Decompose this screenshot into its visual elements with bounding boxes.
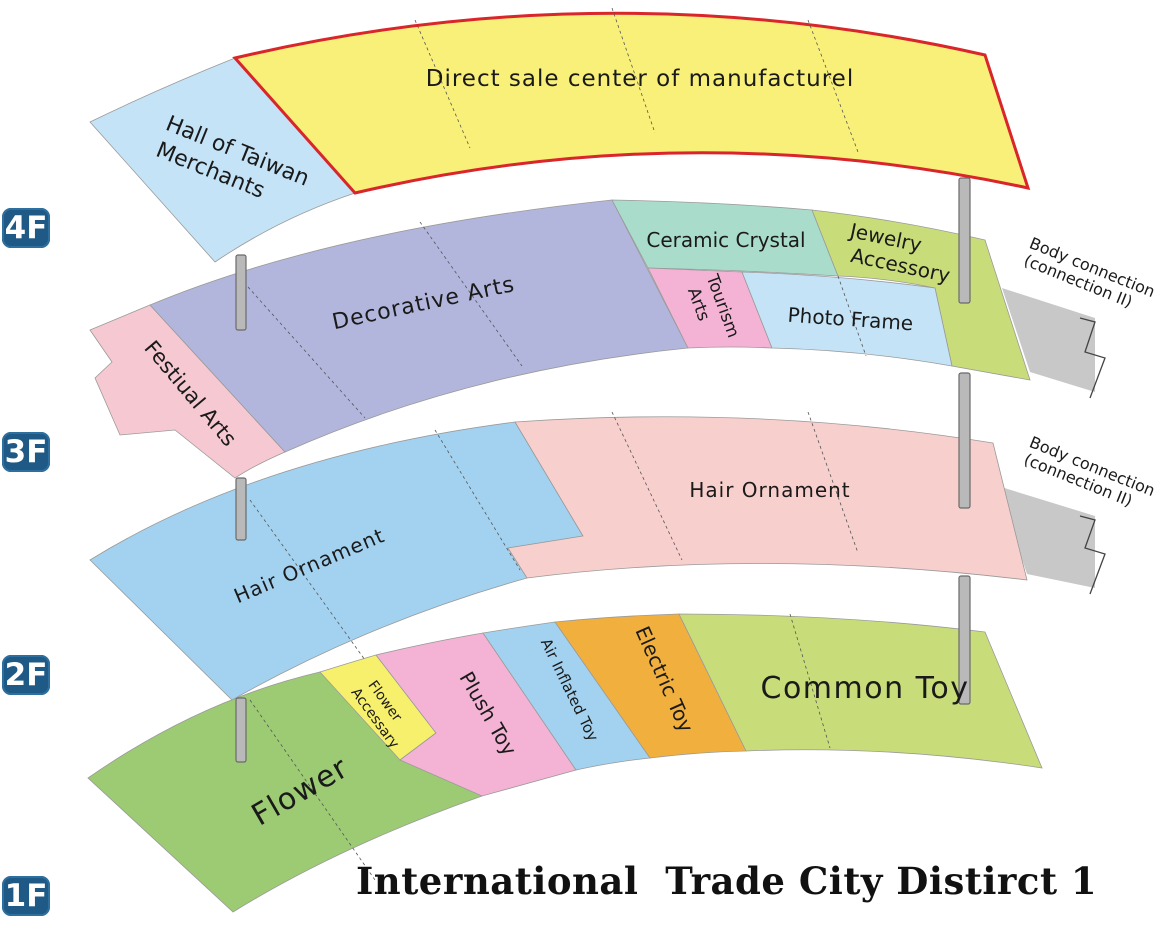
floor-1f-layer [87, 613, 1043, 913]
label-hair-ornament-right: Hair Ornament [689, 478, 850, 502]
floor-badge-1f[interactable]: 1F [2, 876, 50, 916]
support-pillars [235, 177, 971, 763]
zone-hair-ornament-right[interactable] [507, 416, 1028, 581]
zone-direct-sale-center[interactable] [232, 11, 1031, 195]
label-direct-sale: Direct sale center of manufacturel [426, 66, 854, 92]
floor-3f-layer [89, 199, 1031, 479]
floor-2f-layer [89, 411, 1028, 701]
label-ceramic-crystal: Ceramic Crystal [646, 228, 805, 252]
map-title: International Trade City Distirct 1 [356, 859, 1098, 903]
zone-common-toy[interactable] [678, 613, 1043, 769]
zone-plush-toy[interactable] [375, 632, 577, 797]
floor-badge-3f[interactable]: 3F [2, 432, 50, 472]
zone-jewelry-accessory[interactable] [811, 209, 1031, 381]
label-common-toy: Common Toy [761, 671, 970, 706]
floor-badge-2f[interactable]: 2F [2, 655, 50, 695]
zone-photo-frame[interactable] [741, 271, 953, 367]
body-connection-3f [1002, 288, 1106, 399]
floor-badge-4f[interactable]: 4F [2, 208, 50, 248]
zone-decorative-arts[interactable] [149, 199, 689, 453]
body-connection-2f [998, 486, 1106, 595]
floor-4f-layer [89, 7, 1031, 263]
